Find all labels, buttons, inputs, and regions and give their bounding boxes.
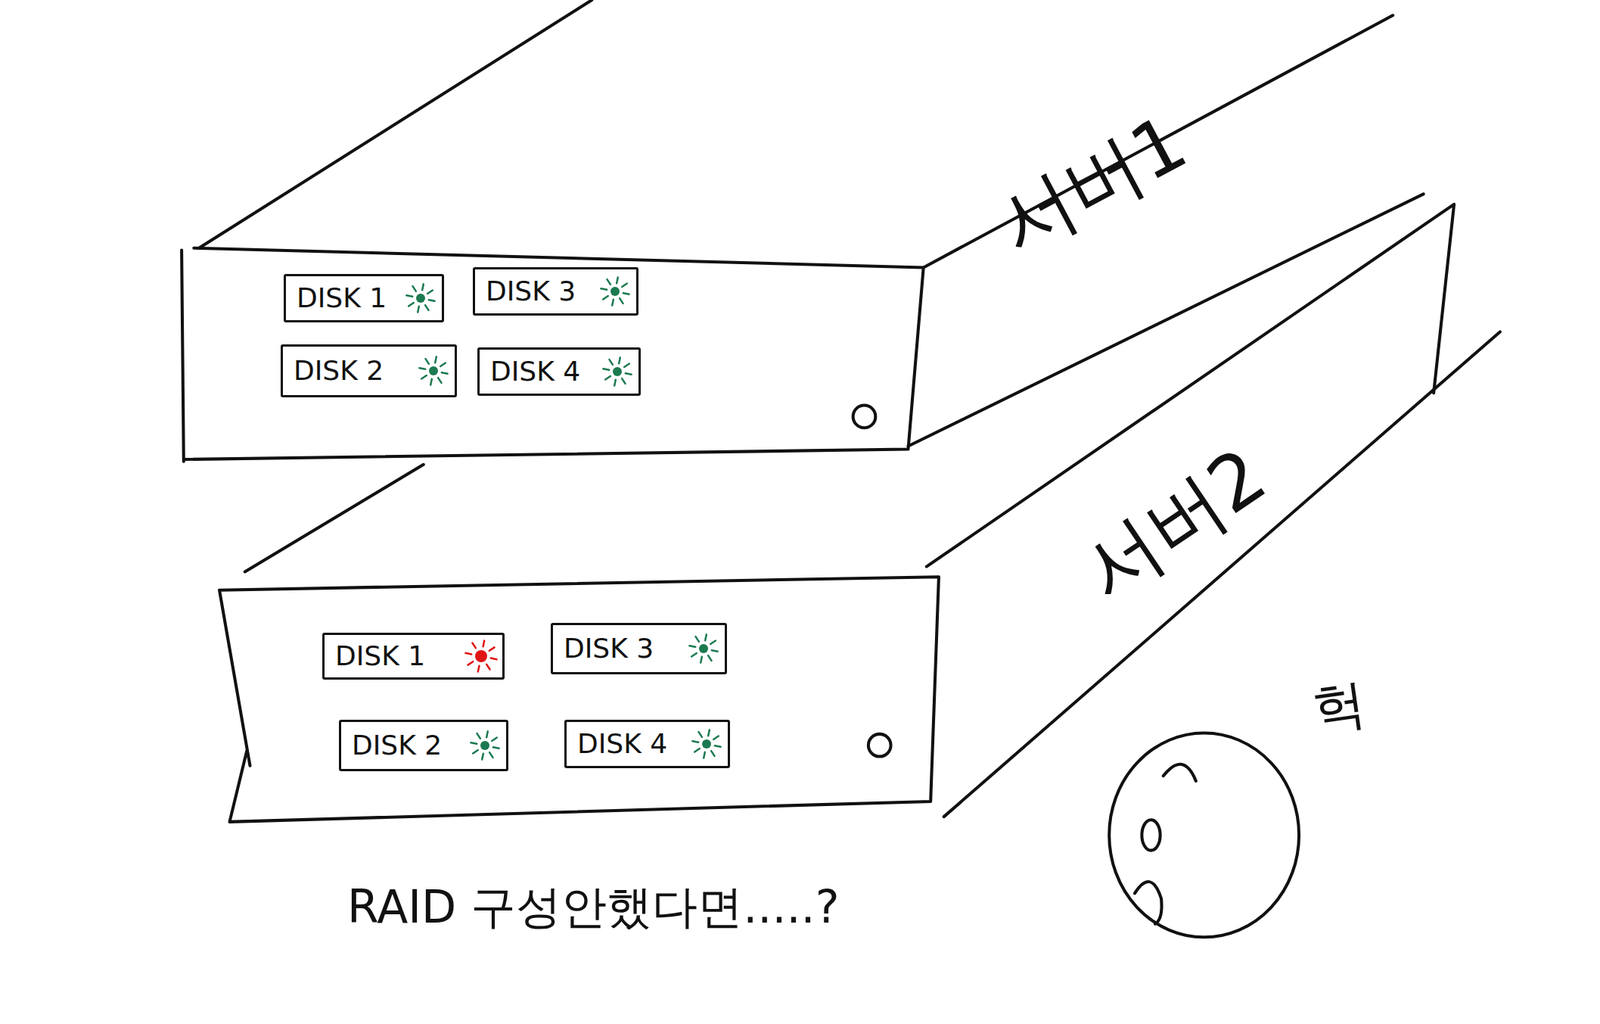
status-led	[415, 352, 452, 389]
server-front	[219, 576, 939, 822]
server-edge	[198, 0, 592, 249]
disk-name: DISK 4	[577, 730, 668, 758]
disk-bay: DISK 1	[283, 273, 445, 323]
server-name: 서버2	[1070, 436, 1278, 611]
disk-bay: DISK 4	[564, 719, 731, 768]
sad-face	[1109, 733, 1299, 938]
disk-bay: DISK 2	[280, 344, 457, 398]
status-led	[596, 273, 634, 310]
server-panel: 서버1DISK 1DISK 3DISK 2DISK 4	[183, 248, 924, 460]
server-edge	[245, 464, 424, 572]
status-led	[688, 725, 725, 762]
exclamation: 헉	[1308, 674, 1370, 740]
server-edge	[923, 15, 1393, 268]
disk-name: DISK 4	[490, 357, 581, 386]
disk-bay: DISK 2	[338, 719, 509, 771]
power-button	[868, 733, 892, 757]
server-panel: 서버2DISK 1DISK 3DISK 2DISK 4	[219, 576, 939, 822]
server-front	[181, 248, 924, 462]
caption-note: RAID 구성안했다면.....?	[347, 881, 839, 932]
disk-name: DISK 2	[293, 357, 384, 385]
disk-bay: DISK 3	[550, 622, 727, 675]
server-edge	[944, 331, 1501, 817]
status-led	[462, 637, 500, 675]
disk-bay: DISK 4	[477, 347, 641, 396]
eyebrow	[1163, 764, 1197, 781]
server-name: 서버1	[985, 103, 1198, 265]
disk-name: DISK 3	[485, 277, 576, 305]
power-button	[853, 405, 877, 429]
disk-name: DISK 1	[296, 284, 387, 312]
eye	[1141, 819, 1160, 850]
mouth	[1134, 881, 1162, 924]
server-edge	[907, 193, 1423, 446]
status-led	[599, 353, 636, 390]
disk-bay: DISK 1	[322, 632, 505, 680]
status-led	[402, 279, 439, 317]
status-led	[466, 726, 504, 764]
disk-name: DISK 2	[351, 731, 442, 759]
disk-bay: DISK 3	[472, 267, 639, 316]
disk-name: DISK 3	[563, 634, 654, 662]
status-led	[685, 630, 722, 667]
disk-name: DISK 1	[335, 642, 426, 670]
